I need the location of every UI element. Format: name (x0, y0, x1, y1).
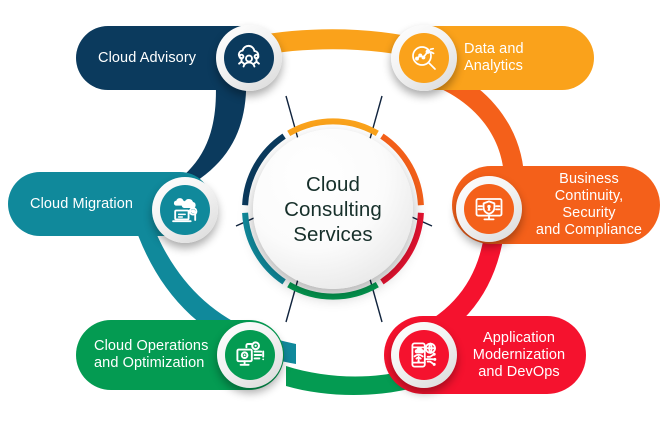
hub-title-line-2: Consulting (284, 197, 382, 221)
service-label-line: Data and Analytics (464, 41, 524, 74)
service-label-line: Application (482, 329, 556, 346)
service-icon-badge-application-modernization[interactable] (391, 322, 457, 388)
ribbon-application-modernization (408, 214, 506, 352)
service-icon-badge-data-and-analytics[interactable] (391, 25, 457, 91)
monitor-shield-lock-icon (475, 198, 503, 221)
service-icon-badge-cloud-advisory[interactable] (216, 25, 282, 91)
service-label-line: and Optimization (94, 355, 205, 371)
service-label-line: Modernization (472, 346, 566, 363)
service-icon-badge-business-continuity[interactable] (456, 176, 522, 242)
service-label-line: Cloud Operations (94, 338, 209, 354)
cloud-laptop-gear-icon (171, 197, 197, 222)
service-label-line: Cloud Migration (30, 195, 134, 212)
ring-segment-cloud-operations (287, 281, 379, 300)
ribbon-cloud-advisory (152, 60, 247, 196)
ring-segment-application-modernization (380, 212, 424, 285)
hub-title-line-1: Cloud (305, 172, 361, 196)
service-label-line: Business (559, 171, 619, 187)
ring-segment-data-and-analytics (287, 118, 379, 137)
hub-title-line-3: Services (293, 222, 373, 246)
service-label-line: Continuity, Security (554, 188, 624, 221)
hub-cloud-consulting-services: Cloud Consulting Services (253, 129, 413, 289)
ribbon-cloud-operations (286, 366, 420, 395)
service-icon-badge-cloud-operations[interactable] (217, 322, 283, 388)
hub-title: Cloud Consulting Services (284, 172, 382, 247)
service-label-line: and DevOps (478, 363, 560, 380)
ring-segment-business-continuity (380, 133, 424, 206)
monitor-gears-icon (236, 341, 265, 366)
magnifier-chart-icon (412, 46, 436, 70)
ring-segment-cloud-advisory (242, 133, 286, 206)
hub-ring (242, 118, 424, 300)
mobile-cloud-network-icon (411, 342, 437, 368)
ring-segment-cloud-migration (242, 212, 286, 285)
cloud-people-icon (237, 44, 260, 68)
service-label-cloud-advisory: Cloud Advisory (98, 50, 196, 67)
ribbon-data-and-analytics (246, 29, 424, 60)
service-label-cloud-operations-and-optimization: Cloud Operations and Optimization (94, 338, 208, 372)
service-icon-badge-cloud-migration[interactable] (152, 177, 218, 243)
service-label-line: and Compliance (535, 222, 643, 238)
service-label-application-modernization-and-devops: Application Modernization and DevOps (460, 330, 578, 381)
service-label-data-and-analytics: Data and Analytics (464, 41, 578, 75)
service-label-cloud-migration: Cloud Migration (30, 196, 133, 213)
service-label-business-continuity-security-and-compliance: Business Continuity, Security and Compli… (528, 171, 650, 239)
service-label-line: Cloud Advisory (98, 49, 197, 66)
